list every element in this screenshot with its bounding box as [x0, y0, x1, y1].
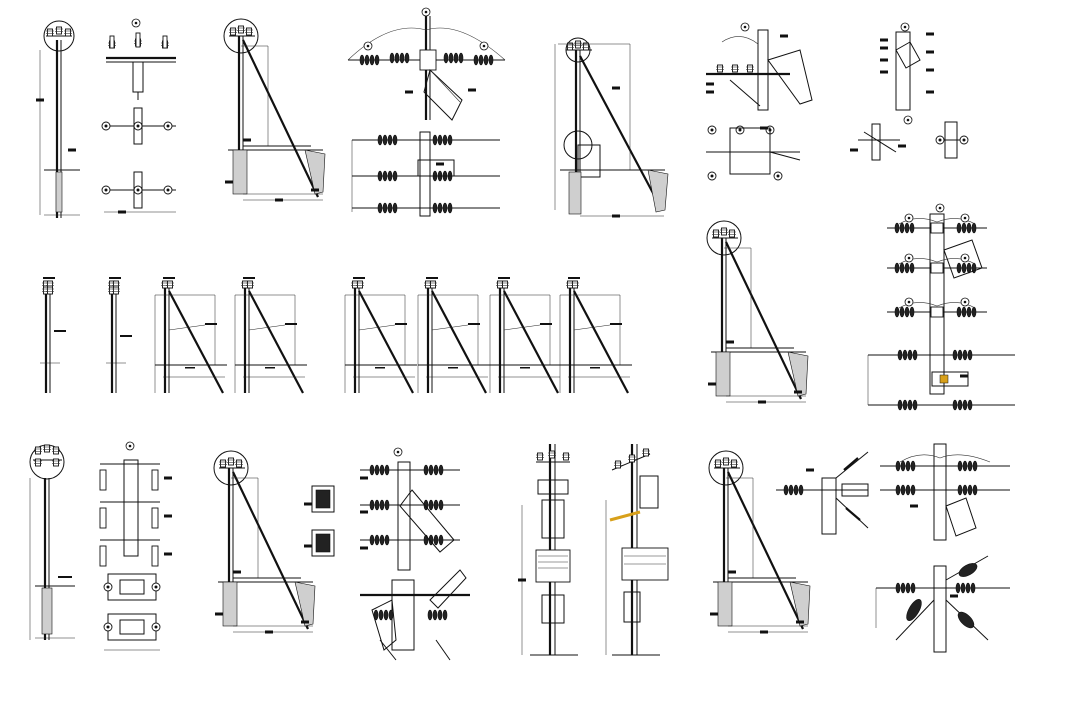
pole-elevation-2 — [29, 444, 75, 640]
guyed-pole-elevation-4 — [214, 451, 315, 634]
insulator-plan-2 — [867, 203, 1015, 411]
bracket-detail — [850, 22, 969, 161]
insulator-plan-1 — [351, 131, 500, 217]
crossarm-angle-detail — [706, 22, 813, 181]
insulator-assembly-2 — [360, 447, 470, 661]
insulator-plan-3 — [880, 443, 1010, 541]
fitting-detail — [304, 485, 335, 557]
pole-elevation-1 — [36, 20, 80, 218]
crossarm-stack-detail — [99, 441, 172, 651]
guyed-pole-elevation-2 — [554, 37, 669, 218]
guyed-pole-elevation-1 — [224, 19, 325, 202]
transformer-pole-side — [605, 444, 669, 656]
guyed-pole-elevation-5 — [709, 451, 810, 634]
insulator-assembly-1 — [347, 7, 506, 121]
insulator-plan-4 — [875, 555, 1010, 653]
angle-insulator-detail — [776, 451, 869, 535]
pole-elevations-row — [40, 277, 632, 393]
guyed-pole-elevation-3 — [707, 221, 808, 404]
transformer-pole-front — [518, 444, 578, 656]
crossarm-detail-1 — [101, 18, 176, 214]
